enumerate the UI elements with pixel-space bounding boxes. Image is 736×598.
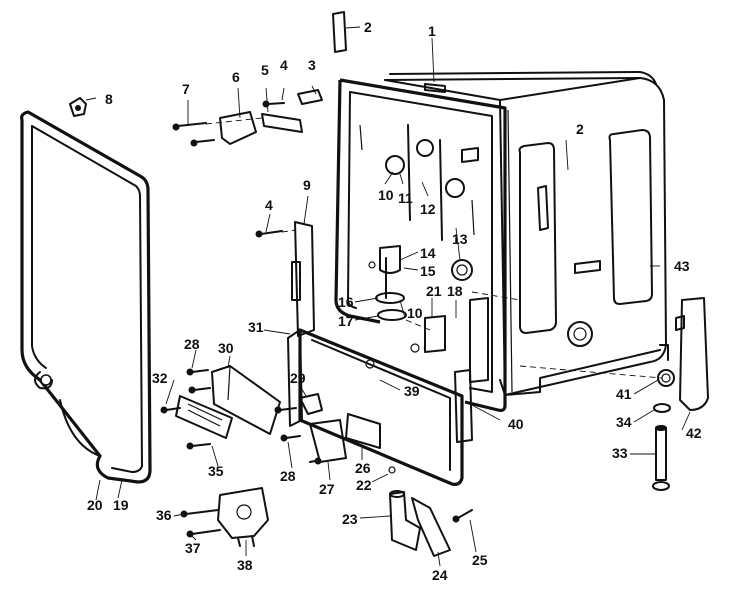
callout-42: 42: [686, 425, 702, 441]
callout-33: 33: [612, 445, 628, 461]
callout-16: 16: [338, 294, 354, 310]
callout-26: 26: [355, 460, 371, 476]
callout-38: 38: [237, 557, 253, 573]
callout-43: 43: [674, 258, 690, 274]
callout-1: 1: [428, 23, 436, 39]
callout-21: 21: [426, 283, 442, 299]
callout-41: 41: [616, 386, 632, 402]
callout-29: 29: [290, 370, 306, 386]
callout-34: 34: [616, 414, 632, 430]
callout-13: 13: [452, 231, 468, 247]
callout-28-lower: 28: [280, 468, 296, 484]
callout-17: 17: [338, 313, 354, 329]
callout-22: 22: [356, 477, 372, 493]
callout-23: 23: [342, 511, 358, 527]
callout-19: 19: [113, 497, 129, 513]
callout-27: 27: [319, 481, 335, 497]
callout-36: 36: [156, 507, 172, 523]
callout-11: 11: [398, 190, 413, 206]
callout-10-lower: 10: [407, 305, 423, 321]
callout-2-top: 2: [364, 19, 372, 35]
callout-40: 40: [508, 416, 524, 432]
callout-labels: 1 2 2 3 4 4 5 6 7 8 9 10 10 11 12 13 14 …: [87, 19, 702, 583]
callout-5: 5: [261, 62, 269, 78]
callout-2-side: 2: [576, 121, 584, 137]
callout-35: 35: [208, 463, 224, 479]
callout-12: 12: [420, 201, 436, 217]
callout-8: 8: [105, 91, 113, 107]
callout-25: 25: [472, 552, 488, 568]
front-panel-assembly: [287, 221, 473, 486]
leader-lines: [85, 26, 663, 421]
callout-7: 7: [182, 81, 190, 97]
callout-39: 39: [404, 383, 420, 399]
callout-32: 32: [152, 370, 168, 386]
tub-assembly: [334, 71, 669, 413]
clip-part-8: [69, 97, 87, 117]
callout-15: 15: [420, 263, 436, 279]
callout-30: 30: [218, 340, 234, 356]
callout-37: 37: [185, 540, 201, 556]
callout-31: 31: [248, 319, 264, 335]
callout-20: 20: [87, 497, 103, 513]
hinge-hardware: [172, 11, 347, 238]
callout-6: 6: [232, 69, 240, 85]
callout-3: 3: [308, 57, 316, 73]
callout-18: 18: [447, 283, 463, 299]
callout-4-top: 4: [280, 57, 288, 73]
callout-28-upper: 28: [184, 336, 200, 352]
callout-4-mid: 4: [265, 197, 273, 213]
screws: [160, 368, 473, 538]
callout-10-upper: 10: [378, 187, 394, 203]
callout-24: 24: [432, 567, 448, 583]
callout-9: 9: [303, 177, 311, 193]
door-gasket: [20, 110, 152, 484]
callout-leaders: [95, 349, 691, 567]
callout-14: 14: [420, 245, 436, 261]
